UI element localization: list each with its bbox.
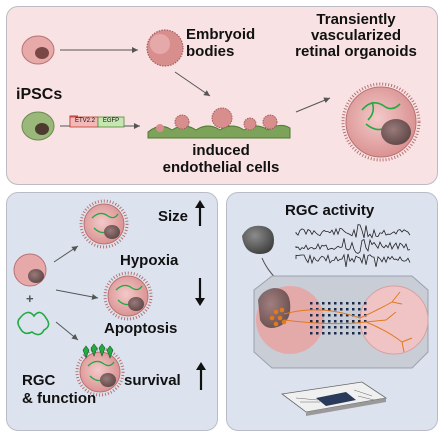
hypoxia-label: Hypoxia [120,252,179,269]
etv2-label: ETV2.2 [74,118,95,124]
ipsc-green-cell-icon [21,111,55,141]
small-organoid-icon [13,253,47,287]
etv2-egfp-construct-icon [60,115,140,129]
size-up-arrow-icon [195,200,205,226]
arrow-embryoid-to-mix [174,71,211,97]
grey-organoid-icon [242,225,274,254]
survival-up-arrow-icon [196,362,206,390]
endothelial-cells-icon [147,107,291,139]
arrow-to-organoid [295,97,331,113]
organoid-rgc-icon [75,343,125,397]
arrow-to-hypoxia [55,289,99,300]
organoid-hypoxia-icon [103,271,153,321]
plus-label: + [26,291,34,306]
vascularized-organoid-icon [341,82,421,162]
embryoid-body-icon [146,29,184,67]
mea-chamber-icon [253,275,429,369]
egfp-label: EGFP [102,118,120,124]
size-label: Size [158,208,189,225]
arrow-to-size [53,245,79,263]
spike-traces-icon [295,224,411,267]
rgc-function-label: RGC & function [22,372,97,407]
arrow-to-rgc [55,321,79,341]
endothelial-cluster-icon [17,311,50,336]
organoids-label: Transiently vascularized retinal organoi… [295,11,417,60]
induced-endothelial-label: induced endothelial cells [162,142,280,176]
ipsc-cell-icon [21,35,55,65]
ipscs-label: iPSCs [16,86,63,103]
rgc-activity-title: RGC activity [285,202,375,219]
survival-label: survival [124,372,181,389]
mea-chip-icon [280,381,388,416]
apoptosis-label: Apoptosis [104,320,178,337]
hypoxia-apoptosis-down-arrow-icon [195,278,205,306]
embryoid-bodies-label: Embryoid bodies [186,26,256,60]
organoid-size-icon [79,199,129,249]
